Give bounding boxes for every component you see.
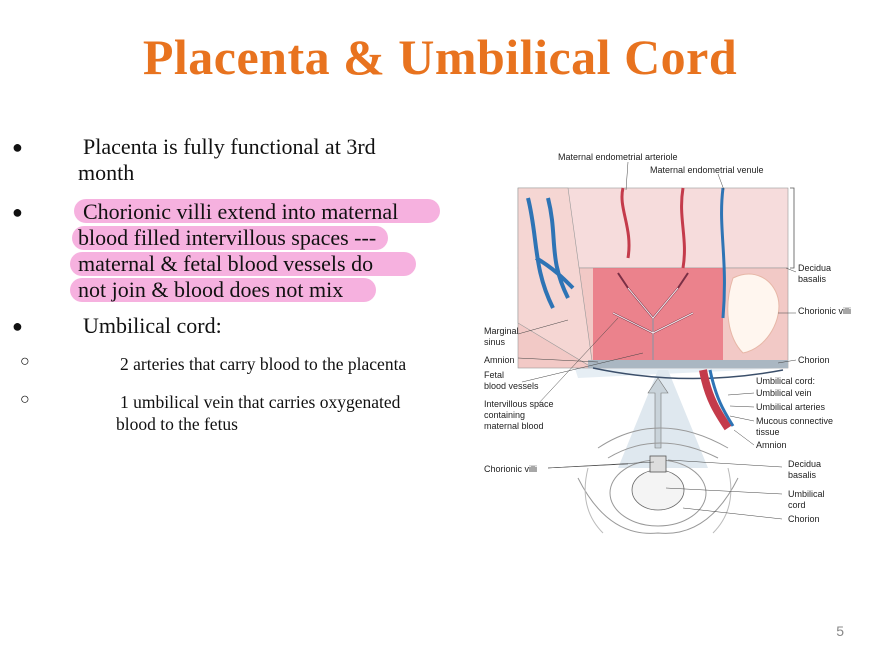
label-marginal-sinus: sinus: [484, 337, 506, 347]
label-marginal-sinus: Marginal: [484, 326, 519, 336]
highlight-band: [70, 252, 416, 276]
bullet-3-line1: Umbilical cord:: [83, 313, 222, 338]
label-umbilical-cord-header: Umbilical cord:: [756, 376, 815, 386]
sub-bullet-2-line1: 1 umbilical vein that carries oxygenated: [120, 392, 401, 412]
bullet-1-line1: Placenta is fully functional at 3rd: [83, 134, 376, 159]
label-decidua-basalis: Decidua: [788, 459, 821, 469]
sub-bullet-circle: ○: [20, 353, 30, 370]
placenta-diagram: Maternal endometrial arteriole Maternal …: [484, 152, 851, 534]
bullet-2-line3: maternal & fetal blood vessels do: [78, 251, 374, 276]
label-chorion: Chorion: [788, 514, 820, 524]
label-umbilical-arteries: Umbilical arteries: [756, 402, 826, 412]
label-chorionic-villi: Chorionic villi: [484, 464, 537, 474]
label-fetal-vessels: blood vessels: [484, 381, 539, 391]
bullet-2-line4: not join & blood does not mix: [78, 277, 344, 302]
label-intervillous-space: containing: [484, 410, 525, 420]
label-decidua-basalis: Decidua: [798, 263, 831, 273]
sub-bullet-2-line2: blood to the fetus: [116, 414, 238, 434]
bullet-1-line2: month: [78, 160, 135, 185]
bullet-2-line1: Chorionic villi extend into maternal: [83, 199, 399, 224]
label-amnion: Amnion: [484, 355, 515, 365]
label-chorionic-villi: Chorionic villi: [798, 306, 851, 316]
label-maternal-venule: Maternal endometrial venule: [650, 165, 764, 175]
label-maternal-arteriole: Maternal endometrial arteriole: [558, 152, 678, 162]
label-chorion: Chorion: [798, 355, 830, 365]
highlight-band: [72, 226, 388, 250]
bullet-dot: ●: [12, 202, 23, 222]
label-decidua-basalis: basalis: [788, 470, 817, 480]
label-fetal-vessels: Fetal: [484, 370, 504, 380]
slide-title: Placenta & Umbilical Cord: [142, 29, 738, 85]
label-amnion: Amnion: [756, 440, 787, 450]
label-umbilical-cord: Umbilical: [788, 489, 825, 499]
label-umbilical-cord: cord: [788, 500, 806, 510]
sub-bullet-1-line1: 2 arteries that carry blood to the place…: [120, 354, 407, 374]
bullet-dot: ●: [12, 137, 23, 157]
bullet-2-line2: blood filled intervillous spaces ---: [78, 225, 377, 250]
highlight-band: [74, 199, 440, 223]
label-intervillous-space: Intervillous space: [484, 399, 554, 409]
label-mucous-tissue: Mucous connective: [756, 416, 833, 426]
label-mucous-tissue: tissue: [756, 427, 780, 437]
bullet-dot: ●: [12, 316, 23, 336]
label-decidua-basalis: basalis: [798, 274, 827, 284]
sub-bullet-circle: ○: [20, 391, 30, 408]
label-umbilical-vein: Umbilical vein: [756, 388, 812, 398]
label-intervillous-space: maternal blood: [484, 421, 544, 431]
highlight-band: [70, 278, 376, 302]
page-number: 5: [836, 623, 844, 639]
